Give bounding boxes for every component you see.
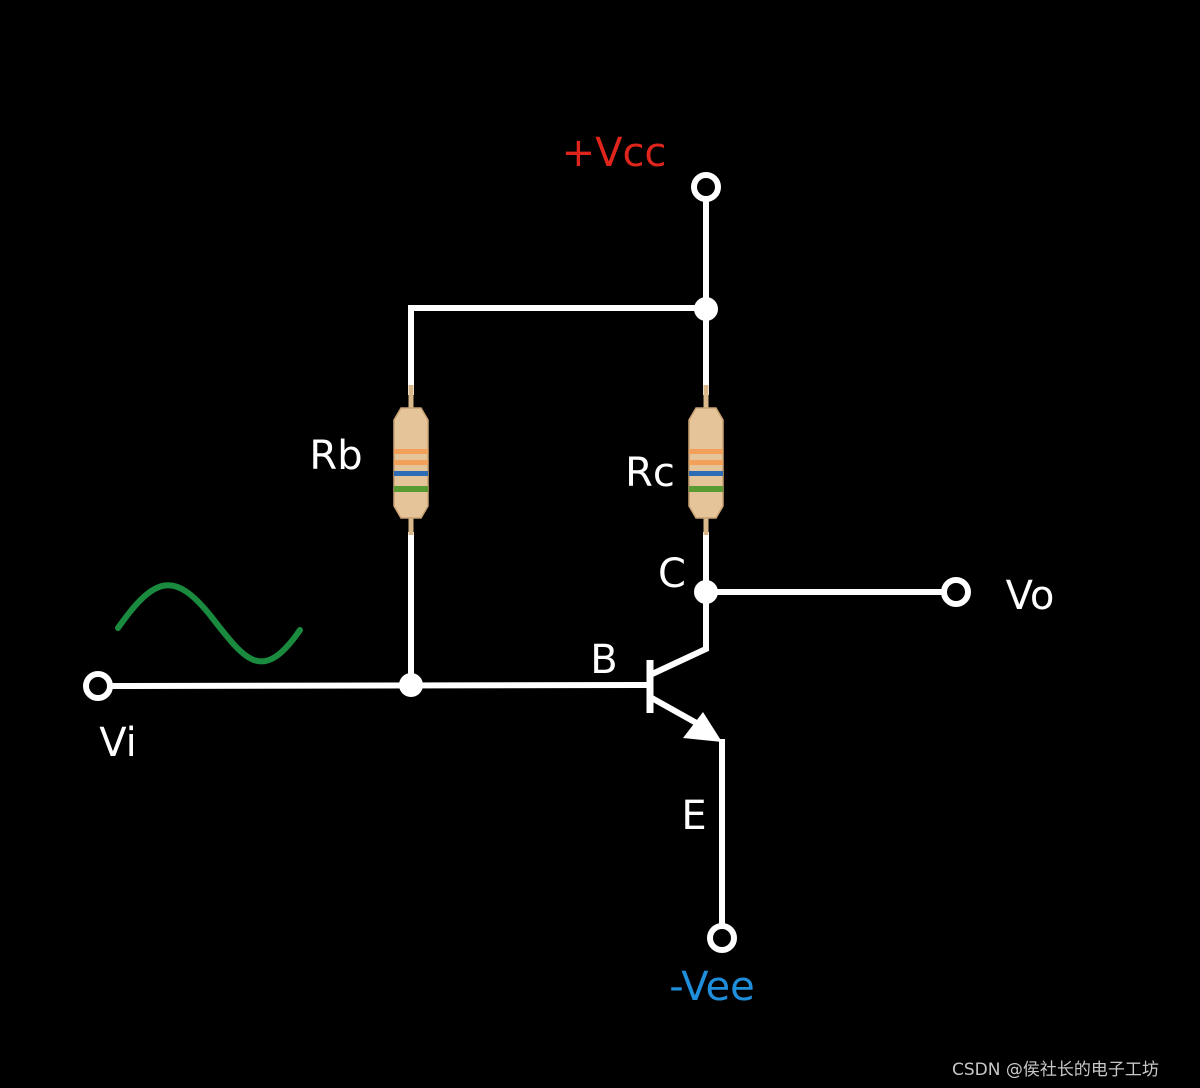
- vi-label: Vi: [99, 720, 137, 766]
- junction-top: [694, 297, 718, 321]
- vcc-label: +Vcc: [562, 130, 667, 176]
- vee-terminal: [707, 923, 737, 953]
- junction-base: [399, 673, 423, 697]
- vi-terminal: [83, 671, 113, 701]
- sine-wave-icon: [115, 582, 303, 665]
- emitter-label: E: [681, 793, 706, 839]
- junction-collector: [694, 580, 718, 604]
- rc-label: Rc: [625, 450, 675, 496]
- rb-label: Rb: [309, 433, 362, 479]
- vee-label: -Vee: [669, 964, 755, 1010]
- vcc-terminal: [691, 172, 721, 202]
- wire-input: [109, 681, 654, 690]
- base-label: B: [590, 637, 617, 683]
- vo-terminal: [941, 577, 971, 607]
- emitter-arrow-icon: [683, 712, 722, 742]
- resistor-rb-icon: [393, 385, 429, 535]
- vo-label: Vo: [1006, 573, 1055, 619]
- wires: [109, 199, 945, 925]
- collector-label: C: [658, 551, 686, 597]
- watermark: CSDN @侯社长的电子工坊: [952, 1060, 1159, 1080]
- wire-top-rail: [408, 305, 709, 395]
- npn-transistor-icon: [646, 645, 722, 742]
- resistor-rc-icon: [688, 385, 724, 535]
